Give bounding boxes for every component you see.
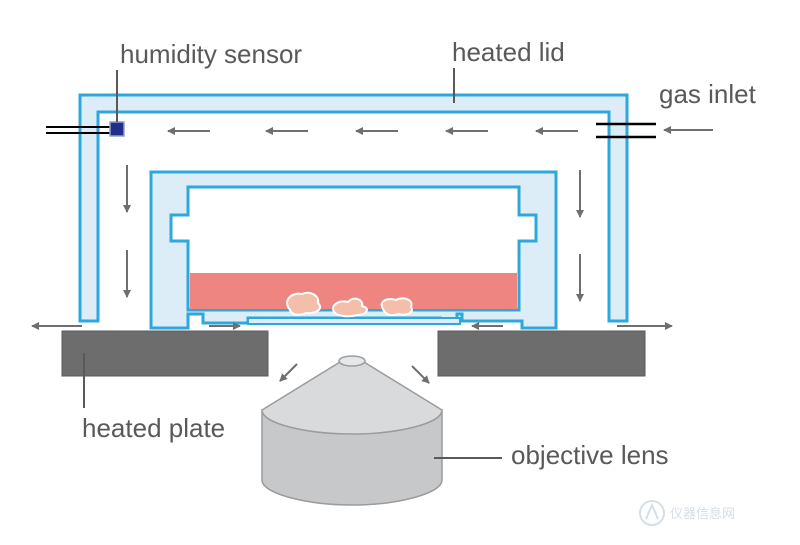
cell [332, 297, 368, 318]
label-heated-lid: heated lid [452, 37, 565, 67]
flow-arrows [31, 126, 713, 384]
gas-inlet-tube [596, 122, 656, 139]
label-heated-plate: heated plate [82, 413, 225, 443]
lens-cone [261, 361, 443, 435]
heated-lid-wall [78, 93, 629, 323]
leader-lines [83, 68, 502, 459]
coverslip [247, 317, 461, 325]
label-gas-inlet: gas inlet [659, 79, 757, 109]
cell [286, 291, 322, 316]
objective-lens [261, 355, 443, 506]
label-humidity-sensor: humidity sensor [120, 39, 302, 69]
instrument-logo-icon [639, 500, 665, 526]
heated-plate-right [437, 330, 646, 377]
cell [380, 297, 413, 317]
label-objective-lens: objective lens [511, 440, 669, 470]
arrow-to-lens-left [279, 363, 298, 382]
sensor-square-icon [109, 121, 125, 137]
heated-plate-left [61, 330, 269, 377]
lens-body [261, 409, 443, 506]
cells [286, 291, 413, 318]
lens-tip [338, 355, 366, 367]
humidity-sensor-probe [46, 121, 125, 137]
arrow-to-lens-right [411, 365, 430, 384]
watermark-text: 仪器信息网 [670, 506, 735, 522]
watermark: 仪器信息网 [639, 500, 735, 526]
